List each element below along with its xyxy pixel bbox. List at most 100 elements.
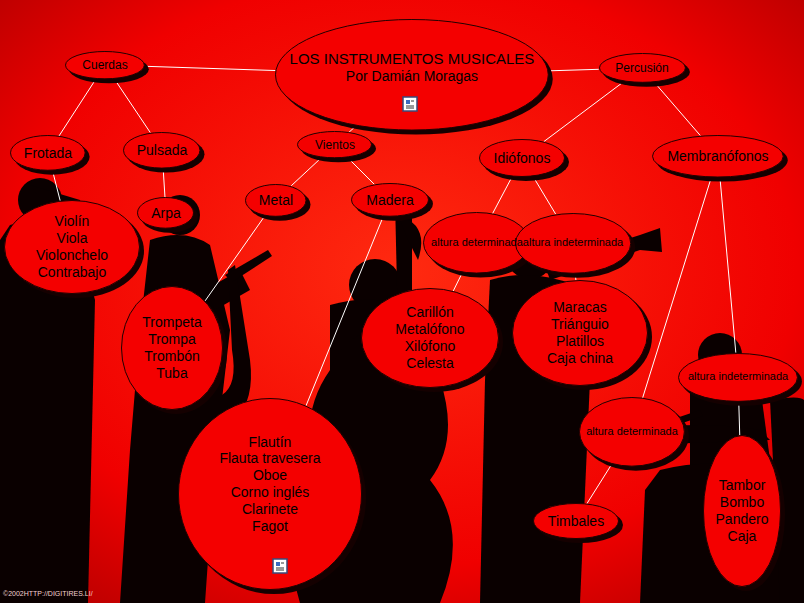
- node-label: altura indeterminada: [688, 370, 788, 383]
- ellipse-fill: [246, 184, 307, 216]
- connector-line: [145, 66, 276, 70]
- instrument-ellipse: Timbales: [533, 503, 619, 539]
- ellipse-fill: [362, 289, 499, 388]
- node-label: altura indeterminada: [523, 236, 623, 249]
- node-label: Contrabajo: [38, 264, 107, 281]
- category-ellipse: Percusión: [599, 53, 686, 83]
- node-label: Membranófonos: [667, 148, 768, 165]
- ellipse-fill: [11, 136, 86, 171]
- ellipse-fill: [580, 398, 685, 467]
- connector-line: [548, 69, 598, 71]
- node-label: Viola: [57, 230, 88, 247]
- node-label: Xilófono: [405, 338, 456, 355]
- group-ellipse: Frotada: [10, 135, 86, 171]
- node-text: altura indeterminada: [678, 353, 798, 402]
- node-label: Pulsada: [137, 142, 188, 159]
- node-text: Timbales: [533, 503, 619, 539]
- ellipse-fill: [138, 198, 194, 229]
- instrument-list-ellipse: TamborBomboPanderoCaja: [703, 435, 781, 587]
- heading-text: LOS INSTRUMENTOS MUSICALES: [290, 50, 535, 68]
- node-label: Flautín: [249, 434, 292, 451]
- watermark: ©2002HTTP://DIGITIRES.LI/: [3, 590, 93, 597]
- connector-line: [53, 171, 61, 201]
- group-ellipse: Pulsada: [123, 132, 200, 169]
- connector-line: [493, 177, 513, 214]
- node-text: Idiófonos: [479, 139, 565, 177]
- node-label: Trompeta: [142, 314, 201, 331]
- node-text: LOS INSTRUMENTOS MUSICALESPor Damián Mor…: [275, 11, 549, 123]
- node-label: Metal: [259, 192, 293, 209]
- ellipse-fill: [298, 132, 372, 158]
- ellipse-fill: [424, 213, 530, 274]
- pitch-ellipse: altura indeterminada: [515, 213, 631, 274]
- node-label: Flauta travesera: [219, 450, 320, 467]
- category-ellipse: Vientos: [297, 131, 372, 158]
- node-label: Cuerdas: [82, 58, 127, 72]
- node-label: Metalófono: [395, 321, 464, 338]
- ellipse-fill: [513, 281, 648, 386]
- node-label: Caja china: [547, 350, 613, 367]
- title-ellipse: LOS INSTRUMENTOS MUSICALESPor Damián Mor…: [275, 19, 549, 131]
- node-label: Frotada: [24, 145, 72, 162]
- node-label: Triánguio: [551, 316, 609, 333]
- node-label: Tuba: [156, 365, 187, 382]
- node-label: Timbales: [548, 513, 604, 530]
- node-label: Bombo: [720, 494, 764, 511]
- ellipse-fill: [599, 54, 685, 83]
- connector-line: [291, 158, 321, 186]
- connector-line: [654, 82, 700, 135]
- ellipse-fill: [276, 20, 549, 131]
- instrument-list-ellipse: TrompetaTrompaTrombónTuba: [121, 286, 223, 410]
- node-label: Violín: [55, 213, 90, 230]
- instrument-list-ellipse: CarillónMetalófonoXilófonoCelesta: [361, 288, 499, 388]
- connector-line: [720, 177, 736, 352]
- node-label: Por Damián Moragas: [346, 68, 478, 85]
- node-label: Trombón: [144, 348, 200, 365]
- node-text: Pulsada: [123, 132, 200, 169]
- connector-line: [544, 82, 624, 142]
- connector-line: [739, 401, 740, 435]
- node-text: Cuerdas: [65, 51, 145, 79]
- pitch-ellipse: altura determinada: [579, 397, 685, 467]
- ellipse-fill: [122, 287, 223, 410]
- node-text: altura indeterminada: [515, 213, 631, 274]
- node-label: Violonchelo: [36, 247, 108, 264]
- pitch-ellipse: altura indeterminada: [678, 353, 798, 402]
- note-icon: [273, 559, 287, 573]
- ellipse-fill: [515, 213, 630, 273]
- connector-line: [114, 79, 150, 133]
- instrument-ellipse: Arpa: [137, 197, 194, 229]
- category-ellipse: Cuerdas: [65, 51, 145, 79]
- node-label: Percusión: [615, 61, 668, 75]
- node-text: Percusión: [599, 53, 686, 83]
- node-label: Vientos: [315, 138, 355, 152]
- node-label: Trompa: [148, 331, 196, 348]
- group-ellipse: Idiófonos: [479, 139, 565, 177]
- node-label: Celesta: [406, 355, 453, 372]
- pitch-ellipse: altura determinada: [423, 212, 530, 274]
- node-text: Vientos: [297, 131, 372, 158]
- ellipse-fill: [679, 353, 798, 401]
- node-text: altura determinada: [423, 212, 530, 274]
- node-text: Membranófonos: [652, 135, 784, 177]
- node-label: altura determinada: [431, 236, 523, 249]
- node-label: Corno inglés: [231, 484, 310, 501]
- node-label: Carillón: [406, 304, 453, 321]
- node-text: TrompetaTrompaTrombónTuba: [121, 286, 223, 410]
- connector-line: [587, 464, 612, 503]
- connector-line: [163, 168, 165, 197]
- node-label: Maracas: [553, 299, 607, 316]
- group-ellipse: Metal: [245, 184, 307, 217]
- ellipse-fill: [352, 184, 429, 217]
- node-label: Idiófonos: [494, 150, 551, 167]
- instrument-list-ellipse: ViolínViolaVioloncheloContrabajo: [4, 200, 140, 294]
- node-text: altura determinada: [579, 397, 685, 467]
- node-label: Pandero: [716, 511, 769, 528]
- node-label: Caja: [728, 528, 757, 545]
- node-label: Oboe: [253, 467, 287, 484]
- node-text: Metal: [245, 184, 307, 217]
- group-ellipse: Madera: [351, 183, 429, 217]
- node-text: TamborBomboPanderoCaja: [703, 435, 781, 587]
